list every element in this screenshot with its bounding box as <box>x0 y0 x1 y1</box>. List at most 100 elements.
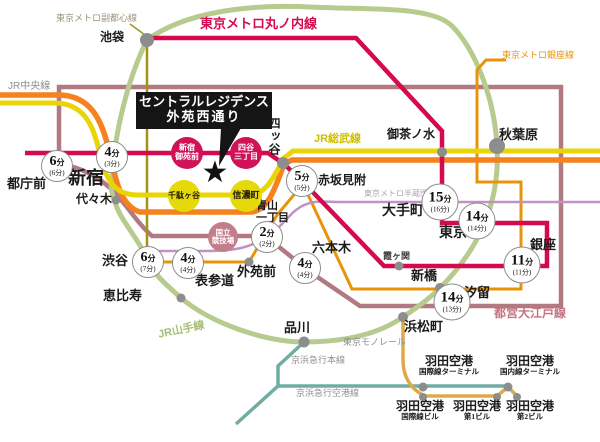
property-station-shinjuku-gyoemmae: 新宿御苑前 <box>171 137 203 169</box>
property-station-name: 信濃町 <box>232 190 260 201</box>
badge-minutes-number: 6 <box>140 250 148 265</box>
station-label-ochanomizu: 御茶ノ水 <box>387 128 435 141</box>
station-dot <box>398 312 408 322</box>
property-title-line1: セントラルレジデンス <box>139 94 269 109</box>
haneda-terminal-name: 国際線ターミナル <box>419 366 479 376</box>
station-dots-layer <box>111 33 521 401</box>
station-label-yoyogi: 代々木 <box>76 193 112 206</box>
badge-minutes-unit: 分 <box>187 255 196 264</box>
property-title-box: セントラルレジデンス 外苑西通り <box>136 92 272 129</box>
badge-minutes-number: 14 <box>465 208 481 225</box>
property-station-name: 御苑前 <box>175 152 199 161</box>
station-dot <box>437 147 447 157</box>
chuo-label: JR中央線 <box>8 81 51 92</box>
station-label-text: 御茶ノ水 <box>387 127 436 141</box>
badge-minutes-alt: (3分) <box>104 160 120 168</box>
haneda-intl-terminal: 羽田空港国際線ターミナル <box>419 355 479 376</box>
station-label-shimbashi: 新橋 <box>411 268 438 283</box>
station-label-text: 新橋 <box>411 268 438 283</box>
station-label-text: 六本木 <box>312 240 352 255</box>
haneda-terminal-name: 国内線ターミナル <box>500 366 560 376</box>
station-dot <box>111 195 121 205</box>
badge-minutes-number: 5 <box>294 169 302 184</box>
station-dot <box>419 393 427 401</box>
badge-minutes-alt: (4分) <box>180 266 196 274</box>
badge-minutes-alt: (7分) <box>140 265 156 273</box>
station-label-shinjuku: 新宿 <box>68 168 104 188</box>
badge-minutes-alt: (2分) <box>259 240 275 248</box>
haneda-terminal1-bldg: 羽田空港第1ビル <box>453 400 501 421</box>
badge-minutes-unit: 分 <box>455 294 464 304</box>
badge-minutes-unit: 分 <box>111 149 120 158</box>
haneda-station-name: 羽田空港 <box>424 354 473 368</box>
station-dot <box>277 157 289 169</box>
badge-minutes-alt: (16分) <box>430 205 450 214</box>
property-station-name: 競技場 <box>211 236 235 245</box>
station-label-text: 都庁前 <box>7 176 47 191</box>
station-label-text: 青山 <box>256 200 278 212</box>
ginza-label: 東京メトロ銀座線 <box>502 50 575 60</box>
badge-minutes-alt: (5分) <box>294 184 310 192</box>
station-label-text: 渋谷 <box>102 253 129 268</box>
sobu-label: JR総武線 <box>314 133 362 145</box>
badge-minutes-unit: 分 <box>480 213 489 223</box>
station-label-akasaka-mitsuke: 赤坂見附 <box>318 174 366 187</box>
station-label-ginza-station: 銀座 <box>530 237 557 252</box>
monorail-label: 東京モノレール <box>343 337 407 347</box>
station-label-ebisu: 恵比寿 <box>103 288 142 303</box>
badge-minutes-number: 15 <box>428 189 444 206</box>
station-label-tochomae: 都庁前 <box>7 176 47 191</box>
station-label-text: 代々木 <box>76 192 113 206</box>
oedo-label: 都営大江戸線 <box>494 306 567 320</box>
badge-minutes-alt: (14分) <box>467 224 487 233</box>
station-dot <box>298 336 310 348</box>
haneda-station-name: 羽田空港 <box>505 399 555 413</box>
sobu-line <box>0 100 600 198</box>
property-title-line2: 外苑西通り <box>166 108 242 124</box>
station-label-text: 新宿 <box>68 168 104 188</box>
property-station-name: 千駄ヶ谷 <box>168 190 200 200</box>
station-label-hamamatsucho: 浜松町 <box>404 319 444 334</box>
badge-minutes-number: 4 <box>180 251 188 266</box>
badge-minutes-unit: 分 <box>443 194 452 204</box>
station-dot <box>140 33 154 47</box>
station-label-text: 汐留 <box>464 285 491 300</box>
station-dot <box>394 261 404 271</box>
badge-minutes-unit: 分 <box>301 173 310 182</box>
station-label-text: 霞ヶ関 <box>383 251 411 261</box>
keikyu-main-line <box>234 340 306 426</box>
property-location-star-icon: ★ <box>201 156 229 189</box>
station-label-akihabara: 秋葉原 <box>499 127 538 142</box>
fukutoshin-label-pointer <box>129 23 146 36</box>
haneda-intl-bldg: 羽田空港国際線ビル <box>396 400 444 421</box>
badge-minutes-unit: 分 <box>56 158 65 167</box>
station-label-gaiemmae: 外苑前 <box>237 264 276 279</box>
station-label-text: 浜松町 <box>404 319 444 334</box>
haneda-terminal-name: 第2ビル <box>516 411 544 421</box>
haneda-station-name: 羽田空港 <box>505 354 554 368</box>
station-label-ikebukuro: 池袋 <box>100 31 124 44</box>
badge-minutes-number: 11 <box>510 252 526 269</box>
station-label-text: 品川 <box>284 320 311 335</box>
property-station-name: 新宿 <box>179 143 195 153</box>
station-dot <box>493 393 501 401</box>
haneda-terminal-name: 第1ビル <box>463 411 491 421</box>
station-label-shiodome: 汐留 <box>464 285 491 300</box>
station-label-text: 赤坂見附 <box>318 173 367 187</box>
property-station-shinanomachi: 信濃町 <box>230 180 262 212</box>
haneda-domestic-terminal: 羽田空港国内線ターミナル <box>500 355 560 376</box>
station-dot <box>489 138 505 154</box>
station-label-text: 銀座 <box>530 237 557 252</box>
badge-minutes-alt: (6分) <box>49 169 65 177</box>
